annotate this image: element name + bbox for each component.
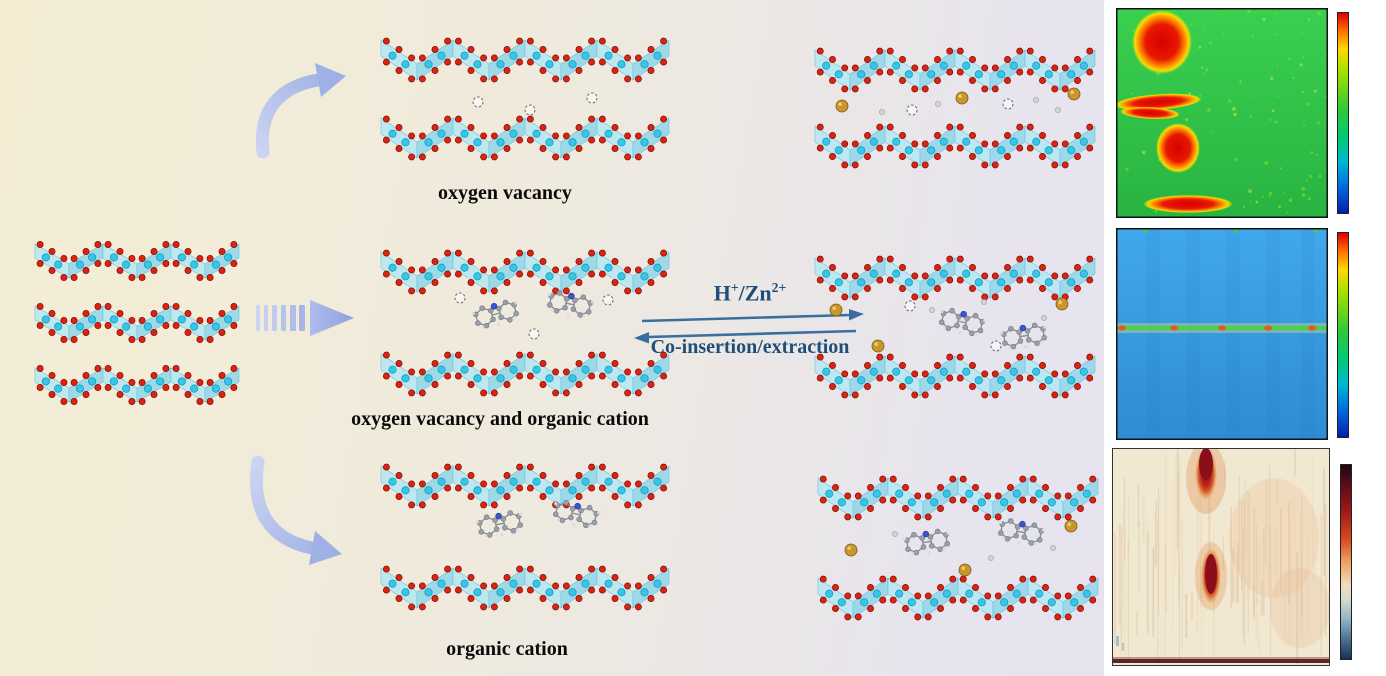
insitu-contour-map-middle [1116,228,1328,440]
crystal-oxygen-vacancy-organic-cation [380,249,670,397]
reaction-forward-h: H [713,280,731,306]
reaction-forward-h-sup: + [730,280,739,295]
reaction-forward-label: H+/Zn2+ [640,280,860,306]
crystal-zn-inserted-vacancy-organic [814,255,1096,399]
crystal-organic-cation [380,463,670,611]
crystal-zn-inserted-organic [817,475,1099,621]
crystal-oxygen-vacancy [380,37,670,161]
colorbar-bottom [1340,464,1352,660]
crystal-pristine-structure [34,241,240,405]
colorbar-middle [1337,232,1349,438]
reaction-forward-zn-sup: 2+ [771,280,787,295]
label-oxygen-vacancy: oxygen vacancy [438,182,572,204]
label-oxygen-vacancy-organic-cation: oxygen vacancy and organic cation [351,408,649,430]
insitu-contour-map-bottom [1112,448,1330,666]
crystal-zn-inserted-oxygen-vacancy [814,47,1096,169]
reaction-reverse-label: Co-insertion/extraction [650,336,850,358]
colorbar-top [1337,12,1349,214]
reaction-forward-zn: /Zn [738,280,772,306]
label-organic-cation: organic cation [446,638,568,660]
insitu-contour-map-top [1116,8,1328,218]
